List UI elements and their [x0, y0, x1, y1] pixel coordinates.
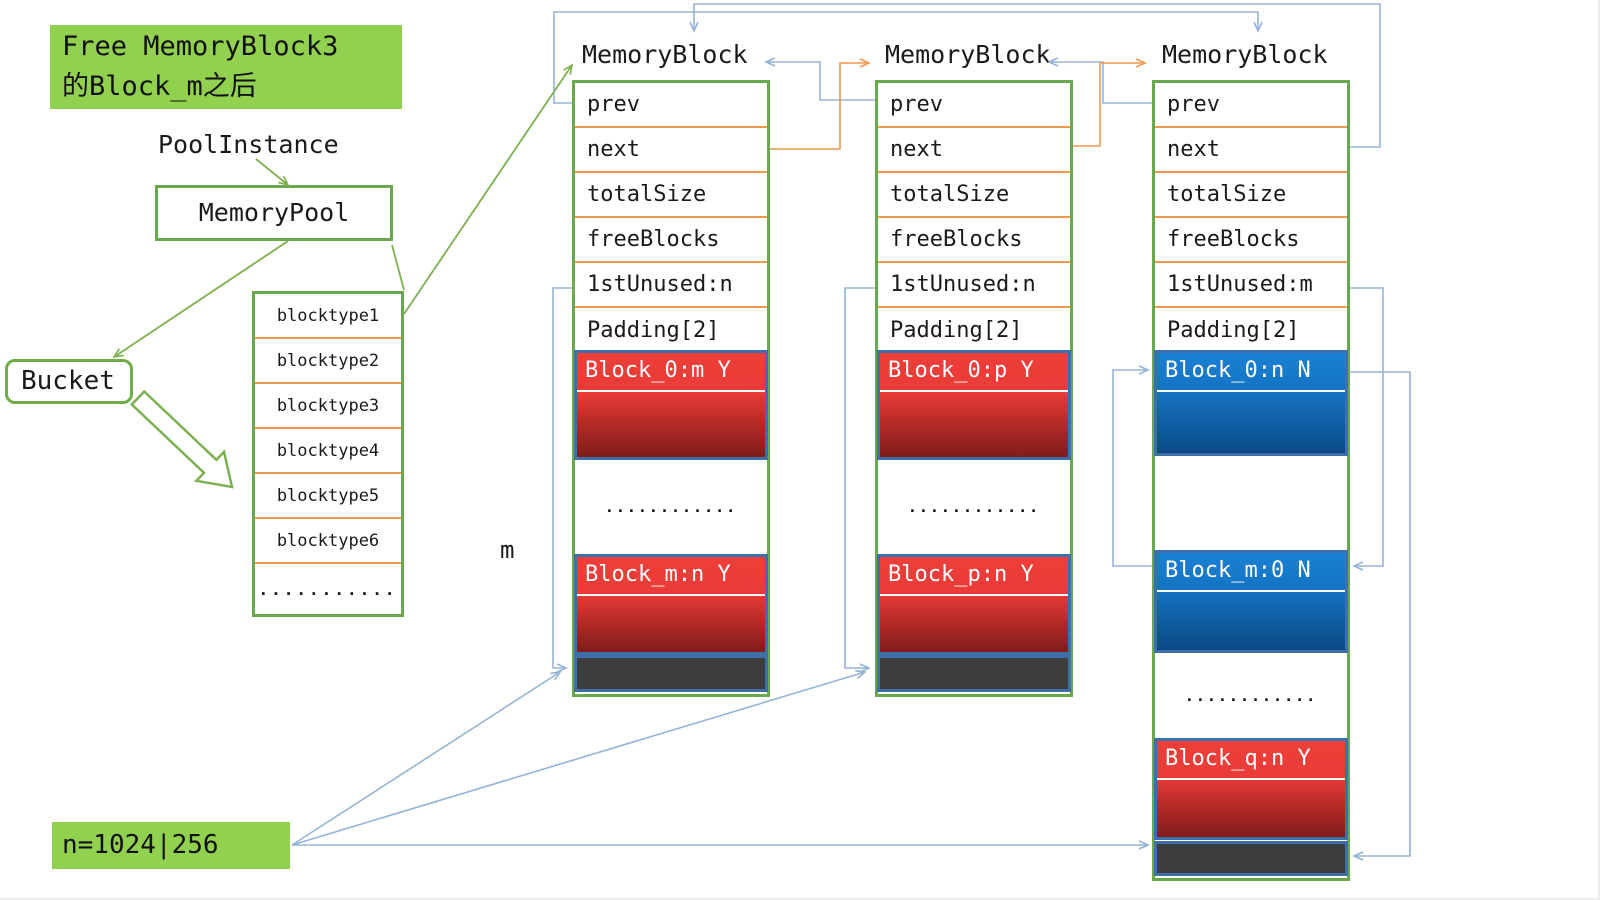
field-freeblocks: freeBlocks	[878, 218, 1070, 263]
memoryblock-3-title: MemoryBlock	[1162, 40, 1328, 69]
block-label: Block_0:m Y	[577, 353, 765, 392]
block-label: Block_q:n Y	[1157, 741, 1345, 780]
field-freeblocks: freeBlocks	[1155, 218, 1347, 263]
link-block2-next-to-block3	[1073, 58, 1147, 147]
unused-tail-block	[1154, 841, 1348, 876]
block-0: Block_0:n N	[1154, 350, 1348, 456]
memoryblock-column-3: MemoryBlock prev next totalSize freeBloc…	[1152, 40, 1350, 881]
link-n-to-col1-tail	[291, 670, 562, 846]
bucket-box: Bucket	[5, 359, 133, 404]
blocktype-row: blocktype4	[255, 429, 401, 474]
memoryblock-column-2: MemoryBlock prev next totalSize freeBloc…	[875, 40, 1073, 697]
field-padding: Padding[2]	[1167, 318, 1300, 343]
field-freeblocks: freeBlocks	[575, 218, 767, 263]
arrow-poolinstance-to-memorypool	[255, 158, 290, 187]
link-n-to-col2-tail	[291, 669, 867, 846]
title-note-line1: Free MemoryBlock3	[62, 31, 339, 62]
block-q: Block_q:n Y	[1154, 738, 1348, 840]
arrow-blocktype1-to-memoryblock	[403, 63, 574, 315]
block-0: Block_0:p Y	[877, 350, 1071, 460]
field-totalsize: totalSize	[575, 173, 767, 218]
memoryblock-2-box: prev next totalSize freeBlocks 1stUnused…	[875, 80, 1073, 697]
blocktype-row: blocktype5	[255, 474, 401, 519]
link-block2-prev-to-block1	[764, 57, 875, 101]
link-block-m-to-block-0	[1112, 365, 1152, 567]
block-label: Block_p:n Y	[880, 557, 1068, 596]
field-prev: prev	[575, 83, 767, 128]
blocktype-row: blocktype3	[255, 384, 401, 429]
blocktype-row: blocktype2	[255, 339, 401, 384]
link-block1-1stunused-to-tail	[552, 287, 572, 673]
field-totalsize: totalSize	[878, 173, 1070, 218]
memoryblock-3-box: prev next totalSize freeBlocks 1stUnused…	[1152, 80, 1350, 881]
block-p: Block_p:n Y	[877, 554, 1071, 655]
pool-instance-label: PoolInstance	[158, 130, 339, 159]
blocktype-row: blocktype1	[255, 294, 401, 339]
field-next: next	[878, 128, 1070, 173]
link-block-0-to-tail	[1350, 371, 1411, 861]
link-block1-next-to-block2	[770, 58, 871, 150]
link-block3-1stunused-to-block-m	[1350, 287, 1384, 571]
memoryblock-column-1: MemoryBlock prev next totalSize freeBloc…	[572, 40, 770, 697]
block-label: Block_m:n Y	[577, 557, 765, 596]
field-1stunused: 1stUnused:m	[1155, 263, 1347, 308]
link-block2-1stunused-to-tail	[844, 287, 875, 673]
title-note-line2: 的Block_m之后	[62, 71, 257, 102]
field-next: next	[1155, 128, 1347, 173]
block-arrow-bucket-to-list	[130, 389, 234, 489]
blocktype-row: blocktype6	[255, 519, 401, 564]
field-next: next	[575, 128, 767, 173]
block-m: Block_m:0 N	[1154, 550, 1348, 653]
memoryblock-2-title: MemoryBlock	[885, 40, 1051, 69]
m-index-label: m	[500, 536, 515, 564]
field-totalsize: totalSize	[1155, 173, 1347, 218]
field-padding: Padding[2]	[890, 318, 1023, 343]
memoryblock-1-box: prev next totalSize freeBlocks 1stUnused…	[572, 80, 770, 697]
memory-pool-box: MemoryPool	[155, 185, 393, 241]
blocktype-ellipsis: ...........	[258, 579, 398, 599]
blocktype-list: blocktype1 blocktype2 blocktype3 blockty…	[252, 291, 404, 617]
block-label: Block_0:n N	[1157, 353, 1345, 392]
block-label: Block_0:p Y	[880, 353, 1068, 392]
n-size-box: n=1024|256	[52, 822, 290, 869]
field-padding: Padding[2]	[587, 318, 720, 343]
block-0: Block_0:m Y	[574, 350, 768, 460]
field-prev: prev	[878, 83, 1070, 128]
line-memorypool-to-blocktype-list	[391, 244, 405, 291]
block-m: Block_m:n Y	[574, 554, 768, 655]
blocks-ellipsis: ............	[604, 498, 738, 516]
block-label: Block_m:0 N	[1157, 553, 1345, 592]
blocks-ellipsis: ............	[907, 498, 1041, 516]
memoryblock-1-title: MemoryBlock	[582, 40, 748, 69]
field-1stunused: 1stUnused:n	[878, 263, 1070, 308]
field-1stunused: 1stUnused:n	[575, 263, 767, 308]
unused-tail-block	[574, 655, 768, 692]
field-prev: prev	[1155, 83, 1347, 128]
blocks-ellipsis: ............	[1184, 686, 1318, 705]
unused-tail-block	[877, 655, 1071, 692]
title-note: Free MemoryBlock3 的Block_m之后	[50, 25, 402, 109]
